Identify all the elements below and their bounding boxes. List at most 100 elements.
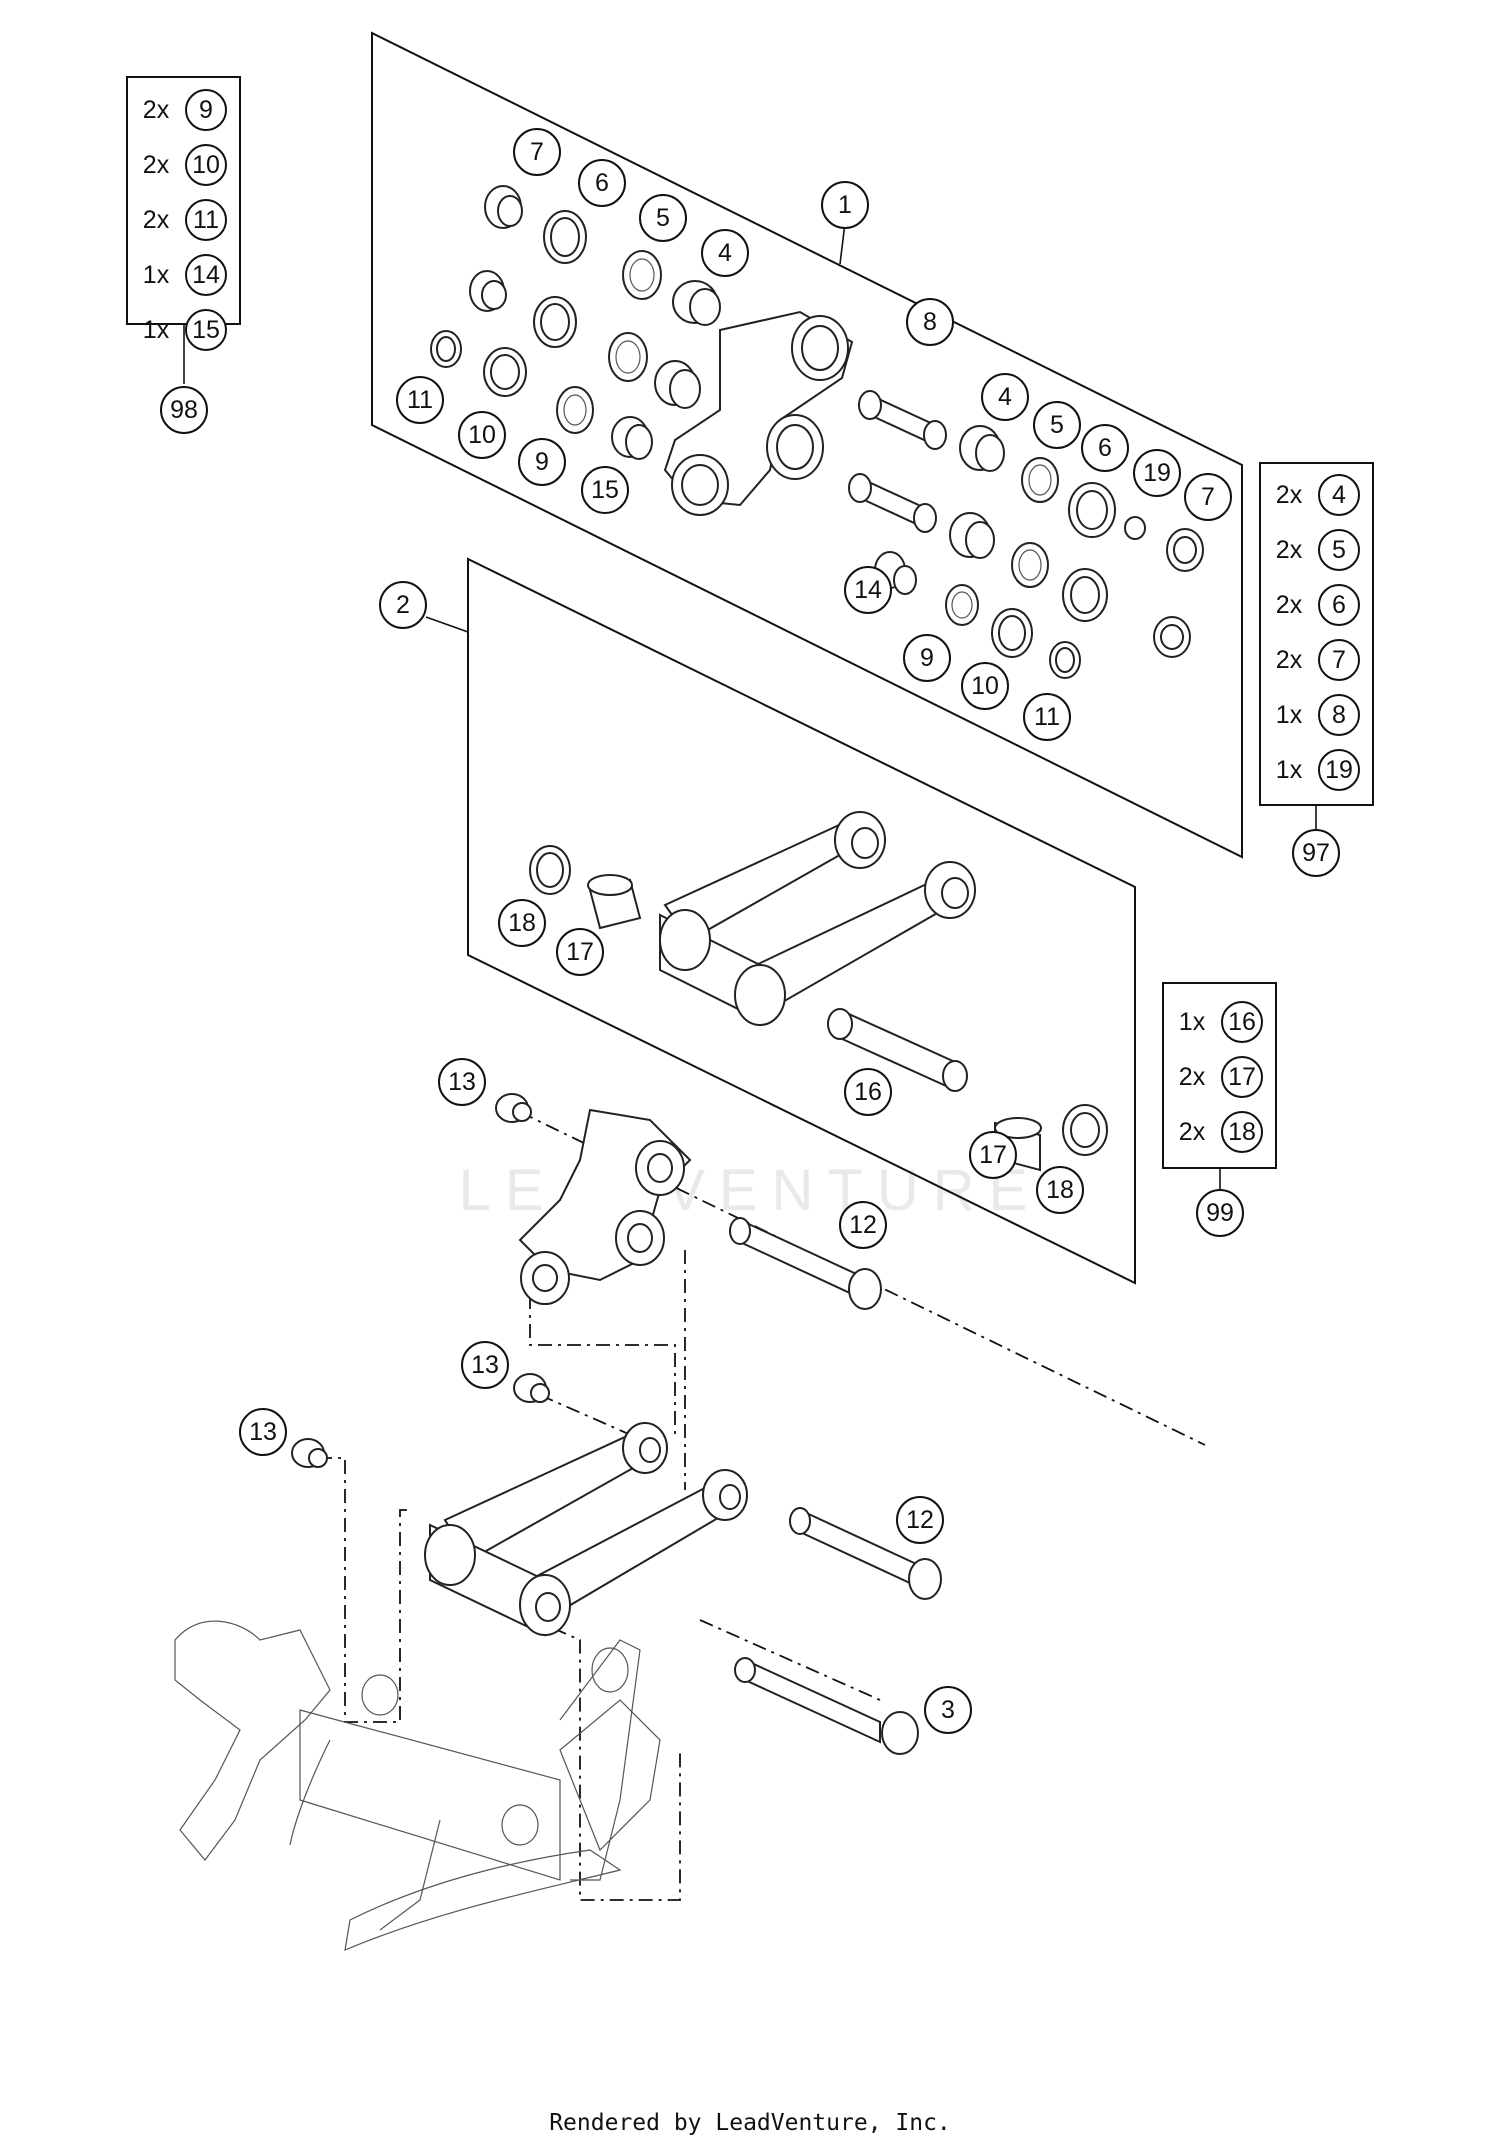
callout-8[interactable]: 8 xyxy=(906,298,954,346)
kit-row-part: 10 xyxy=(192,151,220,179)
kit-99-row: 2x 17 xyxy=(1179,1056,1263,1098)
callout-5[interactable]: 5 xyxy=(639,194,687,242)
kit-row-part-circle[interactable] xyxy=(1221,1001,1263,1043)
callout-13a[interactable]: 13 xyxy=(438,1058,486,1106)
svg-text:13: 13 xyxy=(471,1351,499,1379)
callout-16[interactable]: 16 xyxy=(844,1068,892,1116)
callout-12a[interactable]: 12 xyxy=(839,1201,887,1249)
svg-text:11: 11 xyxy=(1034,703,1060,731)
svg-text:16: 16 xyxy=(854,1078,882,1106)
callout-14[interactable]: 14 xyxy=(844,566,892,614)
callout-1[interactable]: 1 xyxy=(821,181,869,229)
callout-9b[interactable]: 9 xyxy=(903,634,951,682)
kit-row-qty: 2x xyxy=(1276,536,1303,564)
kit-row-qty: 2x xyxy=(143,151,170,179)
svg-text:17: 17 xyxy=(566,938,594,966)
kit-row-part: 18 xyxy=(1228,1118,1256,1146)
svg-text:4: 4 xyxy=(998,383,1012,411)
callout-7b[interactable]: 7 xyxy=(1184,473,1232,521)
callout-3[interactable]: 3 xyxy=(924,1686,972,1734)
kit-row-part: 4 xyxy=(1332,481,1346,509)
svg-text:99: 99 xyxy=(1206,1199,1234,1227)
callout-6[interactable]: 6 xyxy=(578,159,626,207)
kit-row-part-circle[interactable] xyxy=(185,144,227,186)
kit-row-qty: 2x xyxy=(1276,646,1303,674)
callout-11b[interactable]: 11 xyxy=(1023,693,1071,741)
callout-10[interactable]: 10 xyxy=(458,411,506,459)
kit-97-ref[interactable]: 97 xyxy=(1292,829,1340,877)
kit-row-part: 9 xyxy=(199,96,213,124)
kit-row-part: 17 xyxy=(1228,1063,1256,1091)
callout-17b[interactable]: 17 xyxy=(969,1131,1017,1179)
callout-11[interactable]: 11 xyxy=(396,376,444,424)
svg-text:5: 5 xyxy=(656,204,670,232)
kit-row-part: 19 xyxy=(1325,756,1353,784)
callout-17[interactable]: 17 xyxy=(556,928,604,976)
callout-19[interactable]: 19 xyxy=(1133,449,1181,497)
kit-row-part: 6 xyxy=(1332,591,1346,619)
svg-text:14: 14 xyxy=(854,576,882,604)
kit-row-part-circle[interactable] xyxy=(1221,1056,1263,1098)
kit-row-qty: 2x xyxy=(1179,1063,1206,1091)
kit-row-qty: 1x xyxy=(143,316,170,344)
svg-text:12: 12 xyxy=(849,1211,877,1239)
kit-row-qty: 1x xyxy=(1276,701,1303,729)
svg-text:9: 9 xyxy=(920,644,934,672)
callout-18[interactable]: 18 xyxy=(498,899,546,947)
callout-7[interactable]: 7 xyxy=(513,128,561,176)
callout-9[interactable]: 9 xyxy=(518,438,566,486)
kit-row-part-circle[interactable] xyxy=(1318,474,1360,516)
kit-row-qty: 1x xyxy=(1276,756,1303,784)
svg-text:7: 7 xyxy=(530,138,544,166)
kit-row-part: 11 xyxy=(193,206,219,234)
kit-row-part: 14 xyxy=(192,261,220,289)
callout-4b[interactable]: 4 xyxy=(981,373,1029,421)
kit-row-part-circle[interactable] xyxy=(1318,749,1360,791)
callout-13b[interactable]: 13 xyxy=(461,1341,509,1389)
kit-row-qty: 2x xyxy=(1276,591,1303,619)
svg-text:10: 10 xyxy=(468,421,496,449)
svg-text:10: 10 xyxy=(971,672,999,700)
kit-99-row: 2x 18 xyxy=(1179,1111,1263,1153)
kit-row-part-circle[interactable] xyxy=(185,89,227,131)
kit-row-part-circle[interactable] xyxy=(185,199,227,241)
callout-15[interactable]: 15 xyxy=(581,466,629,514)
callout-2[interactable]: 2 xyxy=(379,581,427,629)
kit-98-ref[interactable]: 98 xyxy=(160,386,208,434)
svg-text:1: 1 xyxy=(838,191,852,219)
callout-13c[interactable]: 13 xyxy=(239,1408,287,1456)
kit-row-part-circle[interactable] xyxy=(185,254,227,296)
svg-text:6: 6 xyxy=(1098,434,1112,462)
kit-99-ref[interactable]: 99 xyxy=(1196,1189,1244,1237)
kit-row-qty: 2x xyxy=(1179,1118,1206,1146)
callout-5b[interactable]: 5 xyxy=(1033,401,1081,449)
kit-row-part-circle[interactable] xyxy=(185,309,227,351)
callout-12b[interactable]: 12 xyxy=(896,1496,944,1544)
kit-97-row: 1x 8 xyxy=(1276,694,1360,736)
callout-10b[interactable]: 10 xyxy=(961,662,1009,710)
kit-row-part-circle[interactable] xyxy=(1221,1111,1263,1153)
svg-text:9: 9 xyxy=(535,448,549,476)
kit-row-qty: 1x xyxy=(1179,1008,1206,1036)
kit-row-part: 15 xyxy=(192,316,220,344)
callout-18b[interactable]: 18 xyxy=(1036,1166,1084,1214)
callout-4[interactable]: 4 xyxy=(701,229,749,277)
svg-text:18: 18 xyxy=(508,909,536,937)
svg-text:13: 13 xyxy=(448,1068,476,1096)
svg-text:4: 4 xyxy=(718,239,732,267)
svg-text:97: 97 xyxy=(1302,839,1330,867)
kit-row-part-circle[interactable] xyxy=(1318,529,1360,571)
kit-row-part-circle[interactable] xyxy=(1318,584,1360,626)
kit-row-part-circle[interactable] xyxy=(1318,694,1360,736)
callout-6b[interactable]: 6 xyxy=(1081,424,1129,472)
kit-row-part-circle[interactable] xyxy=(1318,639,1360,681)
kit-row-part: 8 xyxy=(1332,701,1346,729)
kit-row-qty: 2x xyxy=(143,206,170,234)
